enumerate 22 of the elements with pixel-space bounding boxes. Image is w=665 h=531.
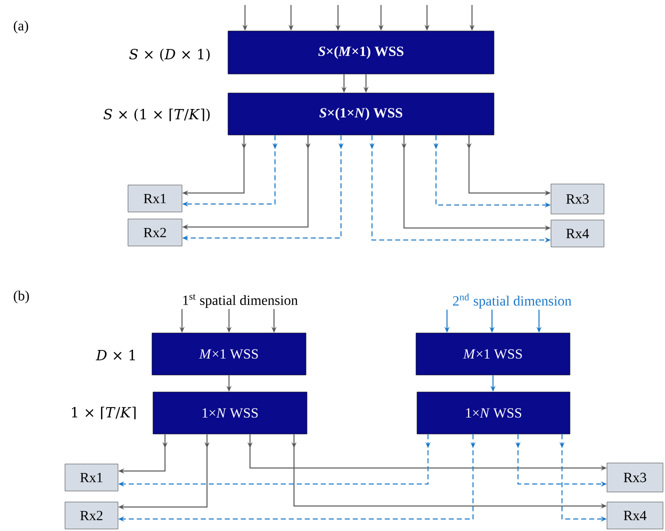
dimension-label: 1 × ⌈T/K⌉: [72, 406, 136, 420]
wss-box: M×1 WSS: [152, 332, 306, 376]
input-label: 2$^{nd}$ spatial dimension: [453, 294, 572, 308]
input-label: 1$^{st}$ spatial dimension: [183, 294, 298, 308]
panel-label: (b): [14, 290, 29, 304]
receiver-box: Rx3: [606, 462, 664, 492]
receiver-box: Rx3: [550, 184, 604, 214]
wss-box: S×(1×N) WSS: [228, 92, 494, 136]
wss-box: M×1 WSS: [416, 332, 570, 376]
dimension-label: S × (D × 1): [129, 48, 210, 62]
receiver-box: Rx1: [64, 464, 118, 492]
wss-box: 1×N WSS: [152, 392, 308, 434]
receiver-box: Rx4: [606, 502, 664, 530]
wss-box: S×(M×1) WSS: [228, 30, 494, 74]
dimension-label: D × 1: [96, 350, 135, 360]
wss-box: 1×N WSS: [416, 392, 570, 434]
receiver-box: Rx1: [128, 184, 182, 212]
dimension-label: S × (1 × ⌈T/K⌉): [104, 108, 210, 122]
panel-label: (a): [14, 20, 28, 34]
receiver-box: Rx2: [64, 502, 118, 530]
receiver-box: Rx4: [550, 220, 604, 248]
receiver-box: Rx2: [128, 218, 182, 246]
